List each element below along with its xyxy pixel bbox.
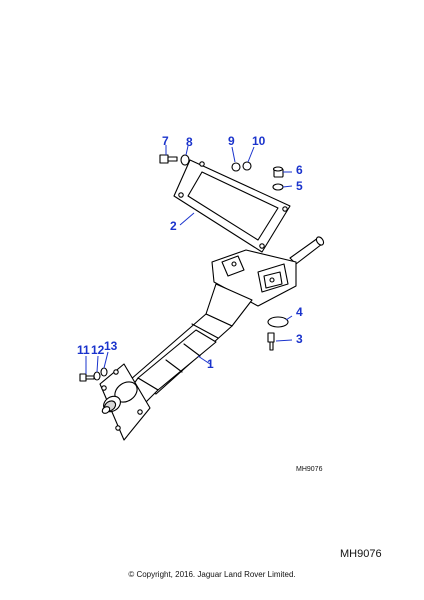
washer-part-12: [93, 371, 101, 381]
washer-part-13: [100, 367, 108, 377]
callout-11: 11: [77, 343, 90, 357]
callout-9: 9: [228, 134, 235, 148]
callout-12: 12: [91, 343, 105, 357]
callout-2: 2: [170, 219, 177, 233]
washer-part-10: [242, 161, 252, 171]
steering-column: [123, 236, 325, 409]
callout-1: 1: [207, 357, 214, 371]
callout-5: 5: [296, 179, 303, 193]
drawing-code: MH9076: [340, 548, 382, 560]
washer-part-9: [231, 162, 241, 172]
callout-13: 13: [104, 339, 118, 353]
callout-4: 4: [296, 305, 303, 319]
callout-7: 7: [162, 134, 169, 148]
callout-10: 10: [252, 134, 266, 148]
washer-part-4: [267, 316, 289, 328]
nut-part-6: [272, 166, 284, 178]
gasket-plate: [173, 159, 291, 253]
callout-3: 3: [296, 332, 303, 346]
bolt-part-3: [267, 332, 275, 351]
callout-8: 8: [186, 135, 193, 149]
washer-part-8: [180, 154, 190, 166]
callout-6: 6: [296, 163, 303, 177]
bolt-part-11: [79, 373, 95, 382]
lower-flange: [99, 363, 151, 441]
washer-part-5: [272, 183, 284, 191]
bolt-part-7: [159, 154, 178, 164]
drawing-code-small: MH9076: [296, 466, 323, 473]
leader-lines: [85, 145, 293, 374]
copyright-notice: © Copyright, 2016. Jaguar Land Rover Lim…: [128, 570, 296, 579]
